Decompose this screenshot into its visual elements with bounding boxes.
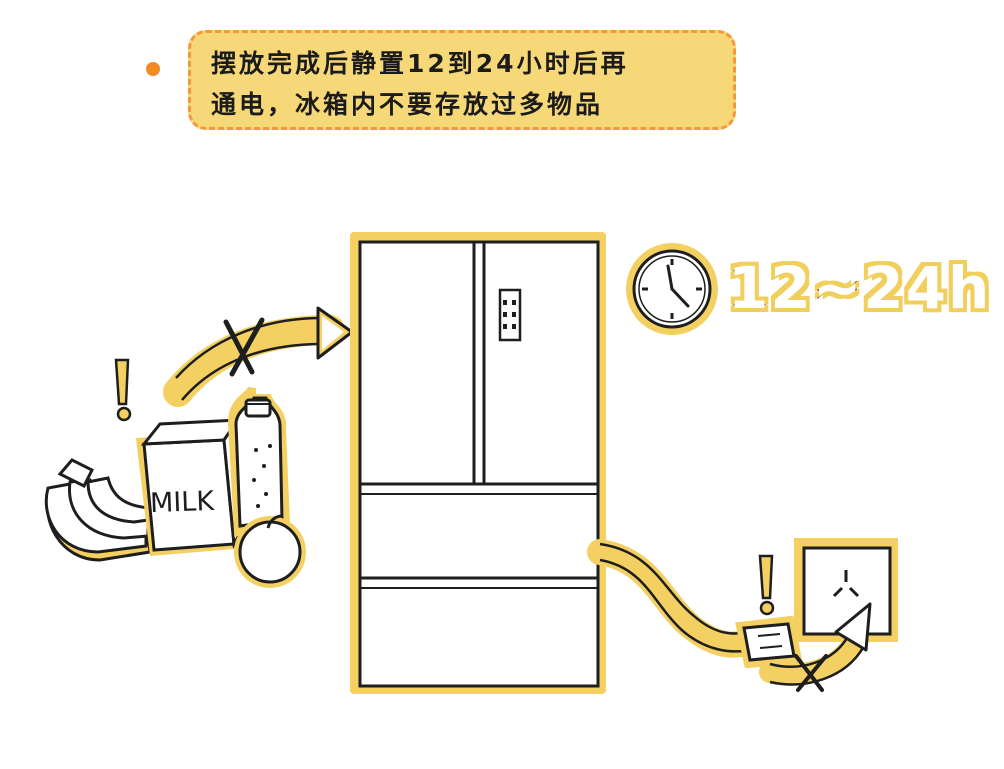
apple-icon — [234, 514, 306, 588]
cross-mark-icon — [794, 654, 828, 692]
arrow-icon — [759, 602, 872, 686]
exclamation-icon — [758, 554, 775, 616]
timer-label: 12~24h — [726, 253, 992, 324]
instruction-line-2: 通电，冰箱内不要存放过多物品 — [211, 90, 604, 119]
plug-icon — [735, 615, 803, 669]
clock-icon — [626, 243, 718, 335]
cross-mark-icon — [223, 317, 265, 377]
instruction-line-1: 摆放完成后静置12到24小时后再 — [211, 49, 629, 78]
bottle-icon — [227, 386, 291, 537]
exclamation-icon — [114, 358, 132, 422]
milk-label: MILK — [149, 485, 215, 520]
refrigerator-icon — [350, 232, 606, 694]
instruction-banner: 摆放完成后静置12到24小时后再 通电，冰箱内不要存放过多物品 — [188, 30, 736, 130]
bananas-icon — [44, 458, 152, 562]
arrow-icon — [163, 306, 354, 407]
milk-carton-icon — [136, 415, 246, 556]
power-cord-icon — [587, 539, 761, 658]
bullet-dot — [146, 62, 160, 76]
